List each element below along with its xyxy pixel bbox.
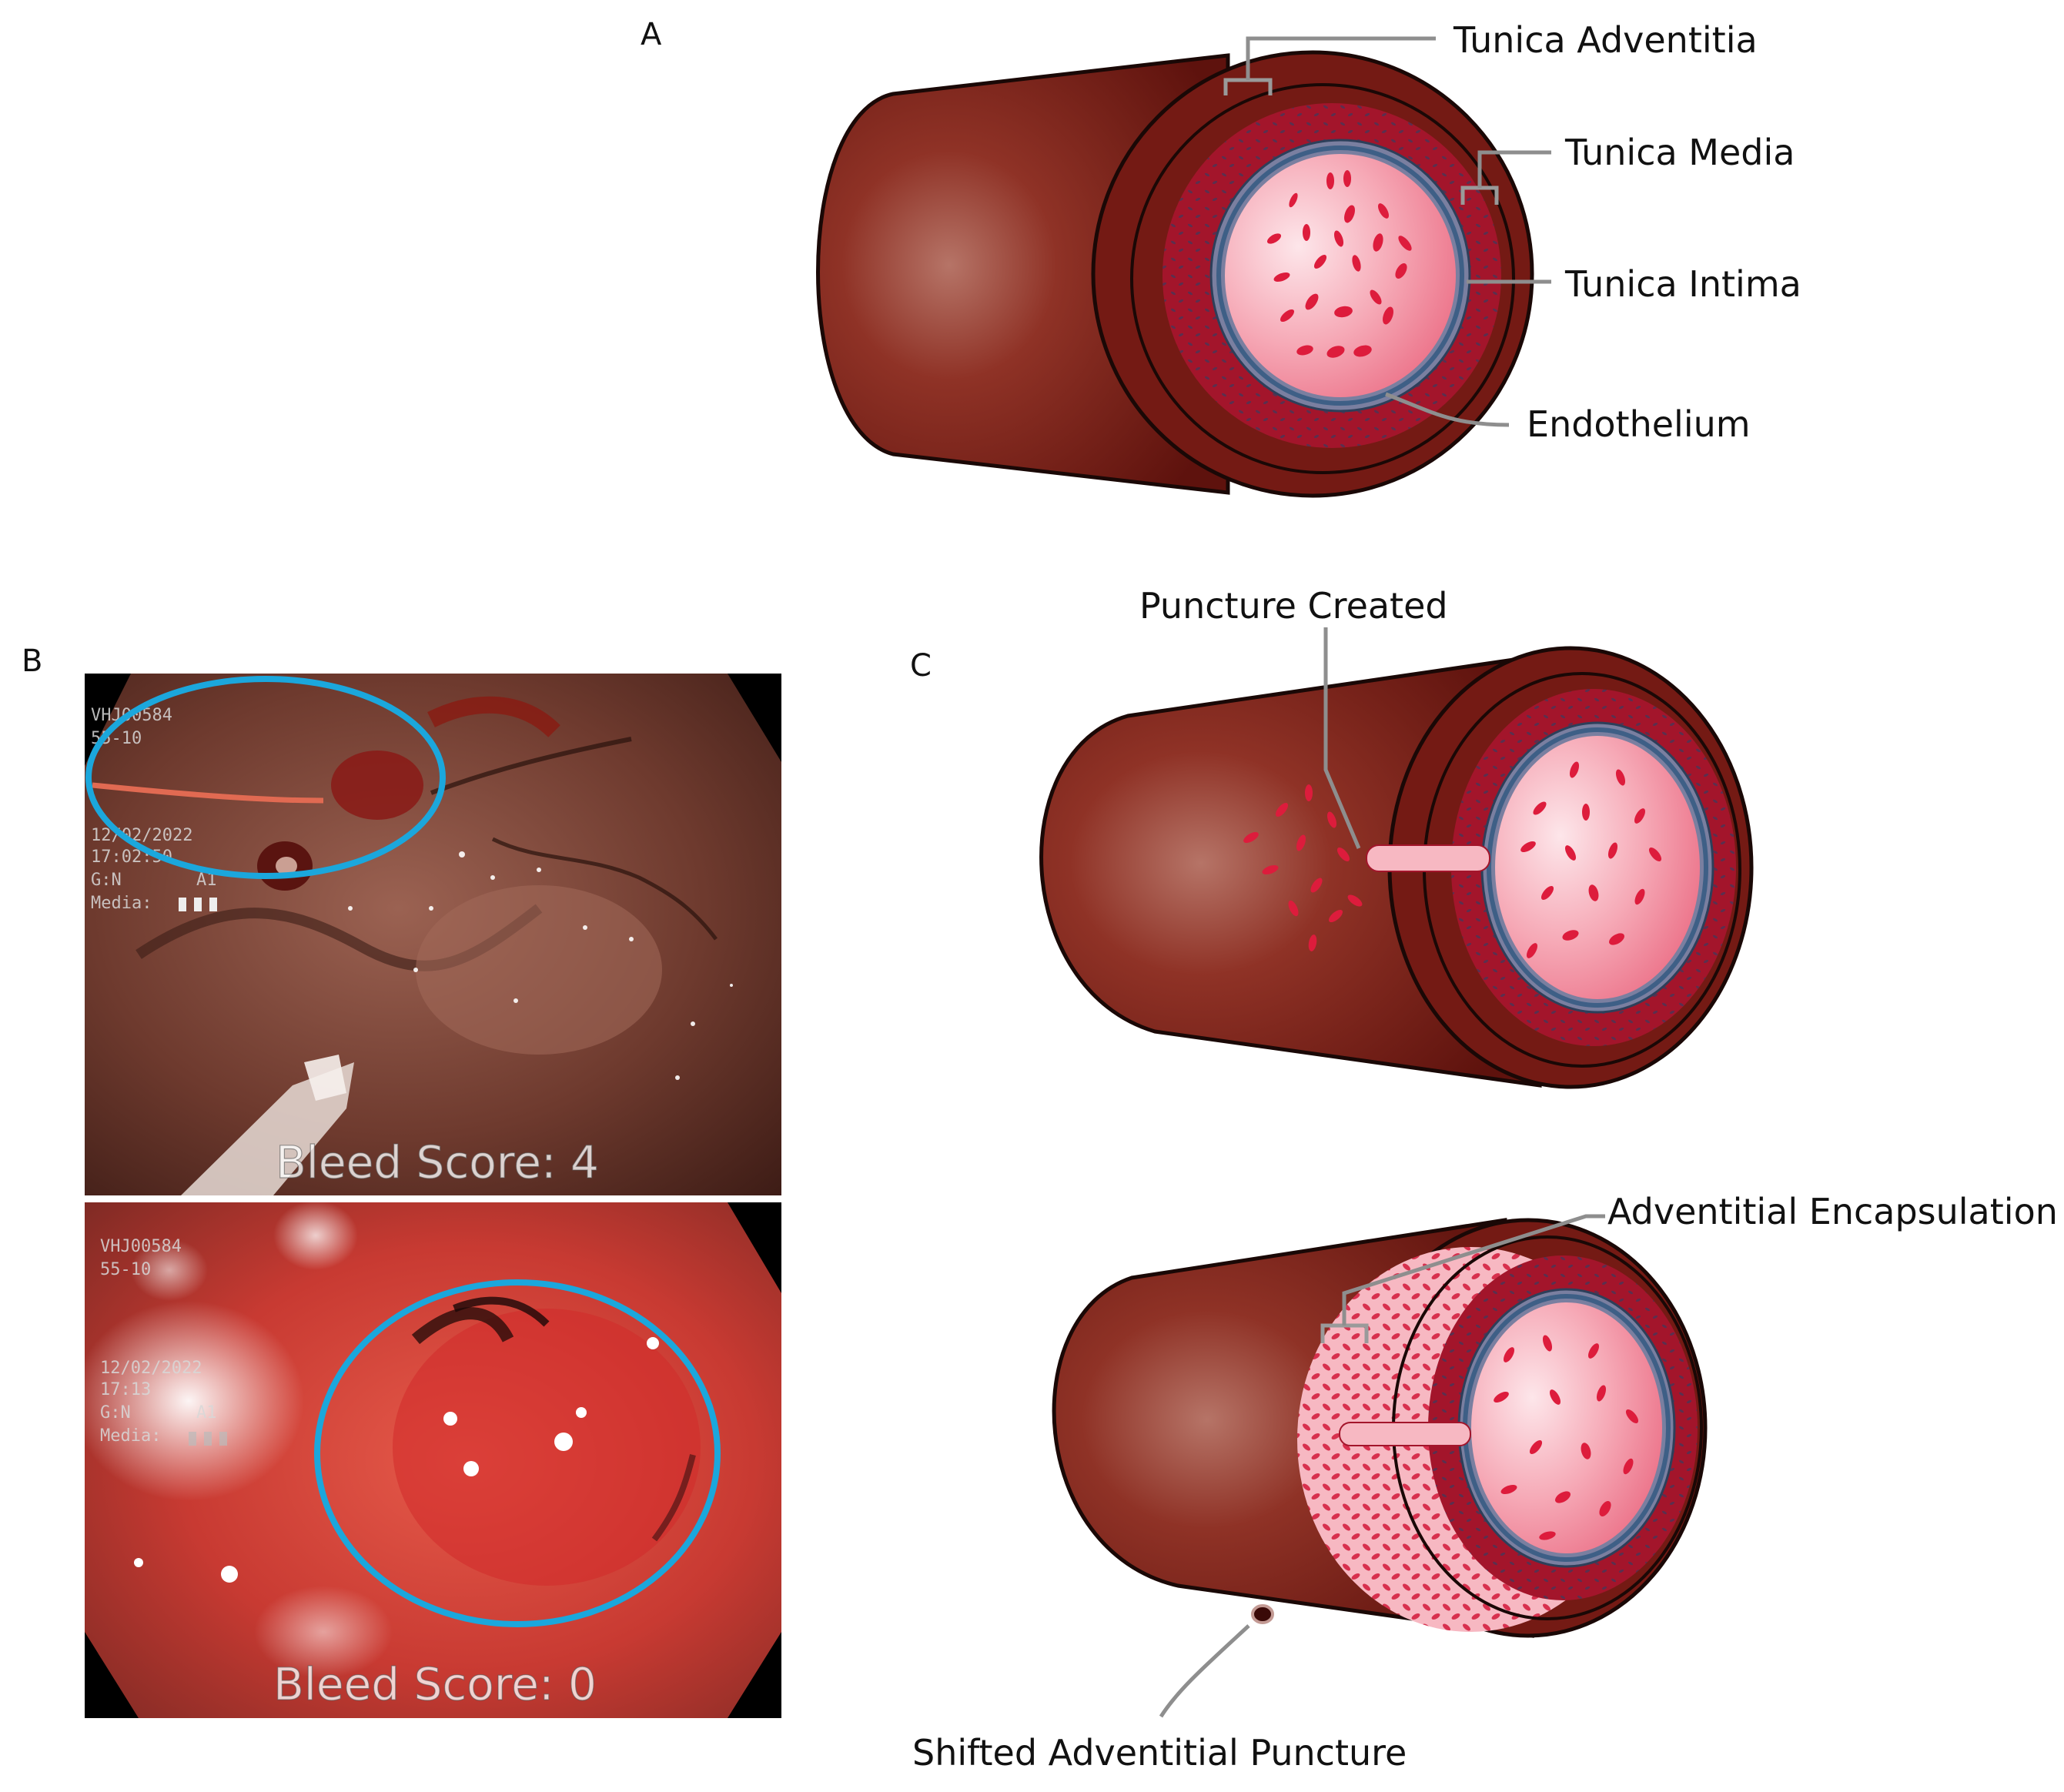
lumen [1471,1302,1662,1553]
endoscopy-photo-after: VHJ00584 55-10 12/02/2022 17:13 G:N Medi… [73,1201,781,1718]
bleed-highlight-circle-bottom [314,1279,721,1627]
bleed-highlight-circle-top [85,676,446,879]
svg-text:Media:: Media: [100,1426,161,1446]
svg-text:G:N: G:N [91,871,122,890]
leader-adventitia [1223,36,1436,95]
shifted-puncture-hole [1251,1604,1274,1624]
label-shifted-adventitial-puncture: Shifted Adventitial Puncture [912,1732,1407,1774]
leader-media [1460,150,1551,205]
lumen [1225,154,1456,397]
label-puncture-created: Puncture Created [1139,585,1448,627]
bleed-score-after: Bleed Score: 0 [273,1658,597,1710]
svg-text:55-10: 55-10 [100,1260,151,1279]
leader-puncture [1323,627,1361,849]
svg-text:VHJ00584: VHJ00584 [100,1237,182,1256]
bleed-score-before: Bleed Score: 4 [276,1136,599,1189]
svg-text:17:13: 17:13 [100,1380,151,1399]
puncture-channel [1366,844,1490,872]
red-blood-cells [1494,1335,1639,1540]
red-blood-cells [1520,761,1662,958]
vessel-adventitial-encapsulation [1052,1218,1708,1638]
leader-endothelium [1385,392,1510,427]
leader-encapsulation [1320,1214,1605,1343]
svg-text:12/02/2022: 12/02/2022 [100,1359,202,1378]
leader-shifted-puncture [1159,1624,1250,1718]
svg-text:Media:: Media: [91,894,152,913]
panel-c-letter: C [910,648,932,684]
endothelium-layer [1487,727,1708,1008]
svg-text:G:N: G:N [100,1403,131,1423]
panel-a-letter: A [641,17,662,52]
adventitia-inner-edge [1130,83,1515,474]
osd-text-bottom: VHJ00584 55-10 12/02/2022 17:13 G:N Medi… [100,1237,227,1446]
extravasated-cells [1243,784,1363,951]
label-tunica-adventitia: Tunica Adventitia [1453,19,1758,61]
red-blood-cells [1266,170,1412,358]
svg-text:12/02/2022: 12/02/2022 [91,826,192,845]
puncture-channel [1339,1422,1471,1446]
endoscopy-photo-before: VHJ00584 55-10 12/02/2022 17:02:50 G:N M… [85,674,781,1195]
vessel-cross-section-a [816,50,1534,498]
svg-text:A1: A1 [196,1403,217,1423]
label-endothelium: Endothelium [1527,403,1751,445]
endothelium-layer [1216,145,1464,406]
label-tunica-intima: Tunica Intima [1564,263,1801,305]
lumen [1495,736,1700,999]
label-adventitial-encapsulation: Adventitial Encapsulation [1607,1191,2058,1232]
vessel-puncture-created [1039,646,1754,1089]
label-tunica-media: Tunica Media [1564,132,1795,173]
panel-b-letter: B [22,644,42,679]
